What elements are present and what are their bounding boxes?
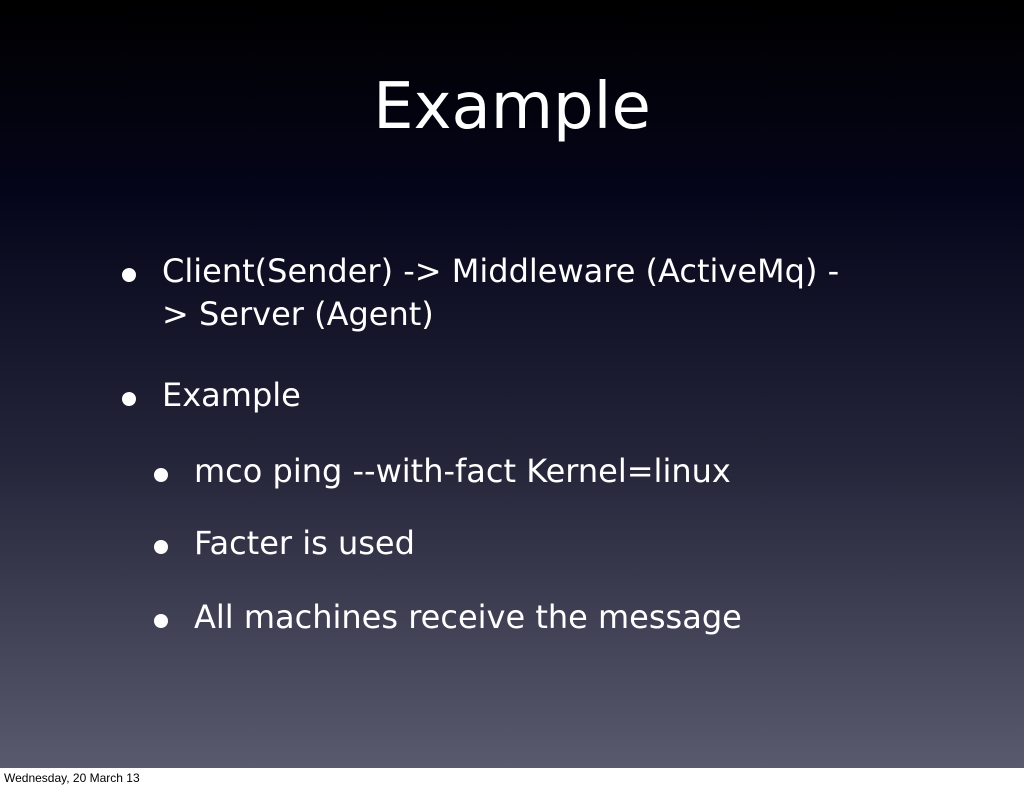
- slide-title: Example: [373, 70, 651, 144]
- bullet-dot-icon: [154, 596, 194, 639]
- sub-bullet-item-mco-ping: mco ping --with-fact Kernel=linux: [154, 450, 954, 493]
- bullet-text: mco ping --with-fact Kernel=linux: [194, 452, 731, 490]
- bullet-dot-icon: [154, 450, 194, 493]
- bullet-text: All machines receive the message: [194, 598, 742, 636]
- bullet-item-example: Example: [122, 374, 922, 417]
- bullet-text: Client(Sender) -> Middleware (ActiveMq) …: [162, 252, 840, 334]
- bullet-text: Facter is used: [194, 524, 415, 562]
- bullet-item-client-middleware-server: Client(Sender) -> Middleware (ActiveMq) …: [122, 250, 922, 336]
- bullet-text: Example: [162, 376, 301, 414]
- bullet-dot-icon: [122, 250, 162, 293]
- bullet-dot-icon: [154, 522, 194, 565]
- bullet-list: Client(Sender) -> Middleware (ActiveMq) …: [0, 0, 1024, 768]
- bullet-dot-icon: [122, 374, 162, 417]
- footer-date: Wednesday, 20 March 13: [0, 768, 1024, 788]
- sub-bullet-item-facter: Facter is used: [154, 522, 954, 565]
- sub-bullet-item-all-machines: All machines receive the message: [154, 596, 954, 639]
- slide: Example Client(Sender) -> Middleware (Ac…: [0, 0, 1024, 768]
